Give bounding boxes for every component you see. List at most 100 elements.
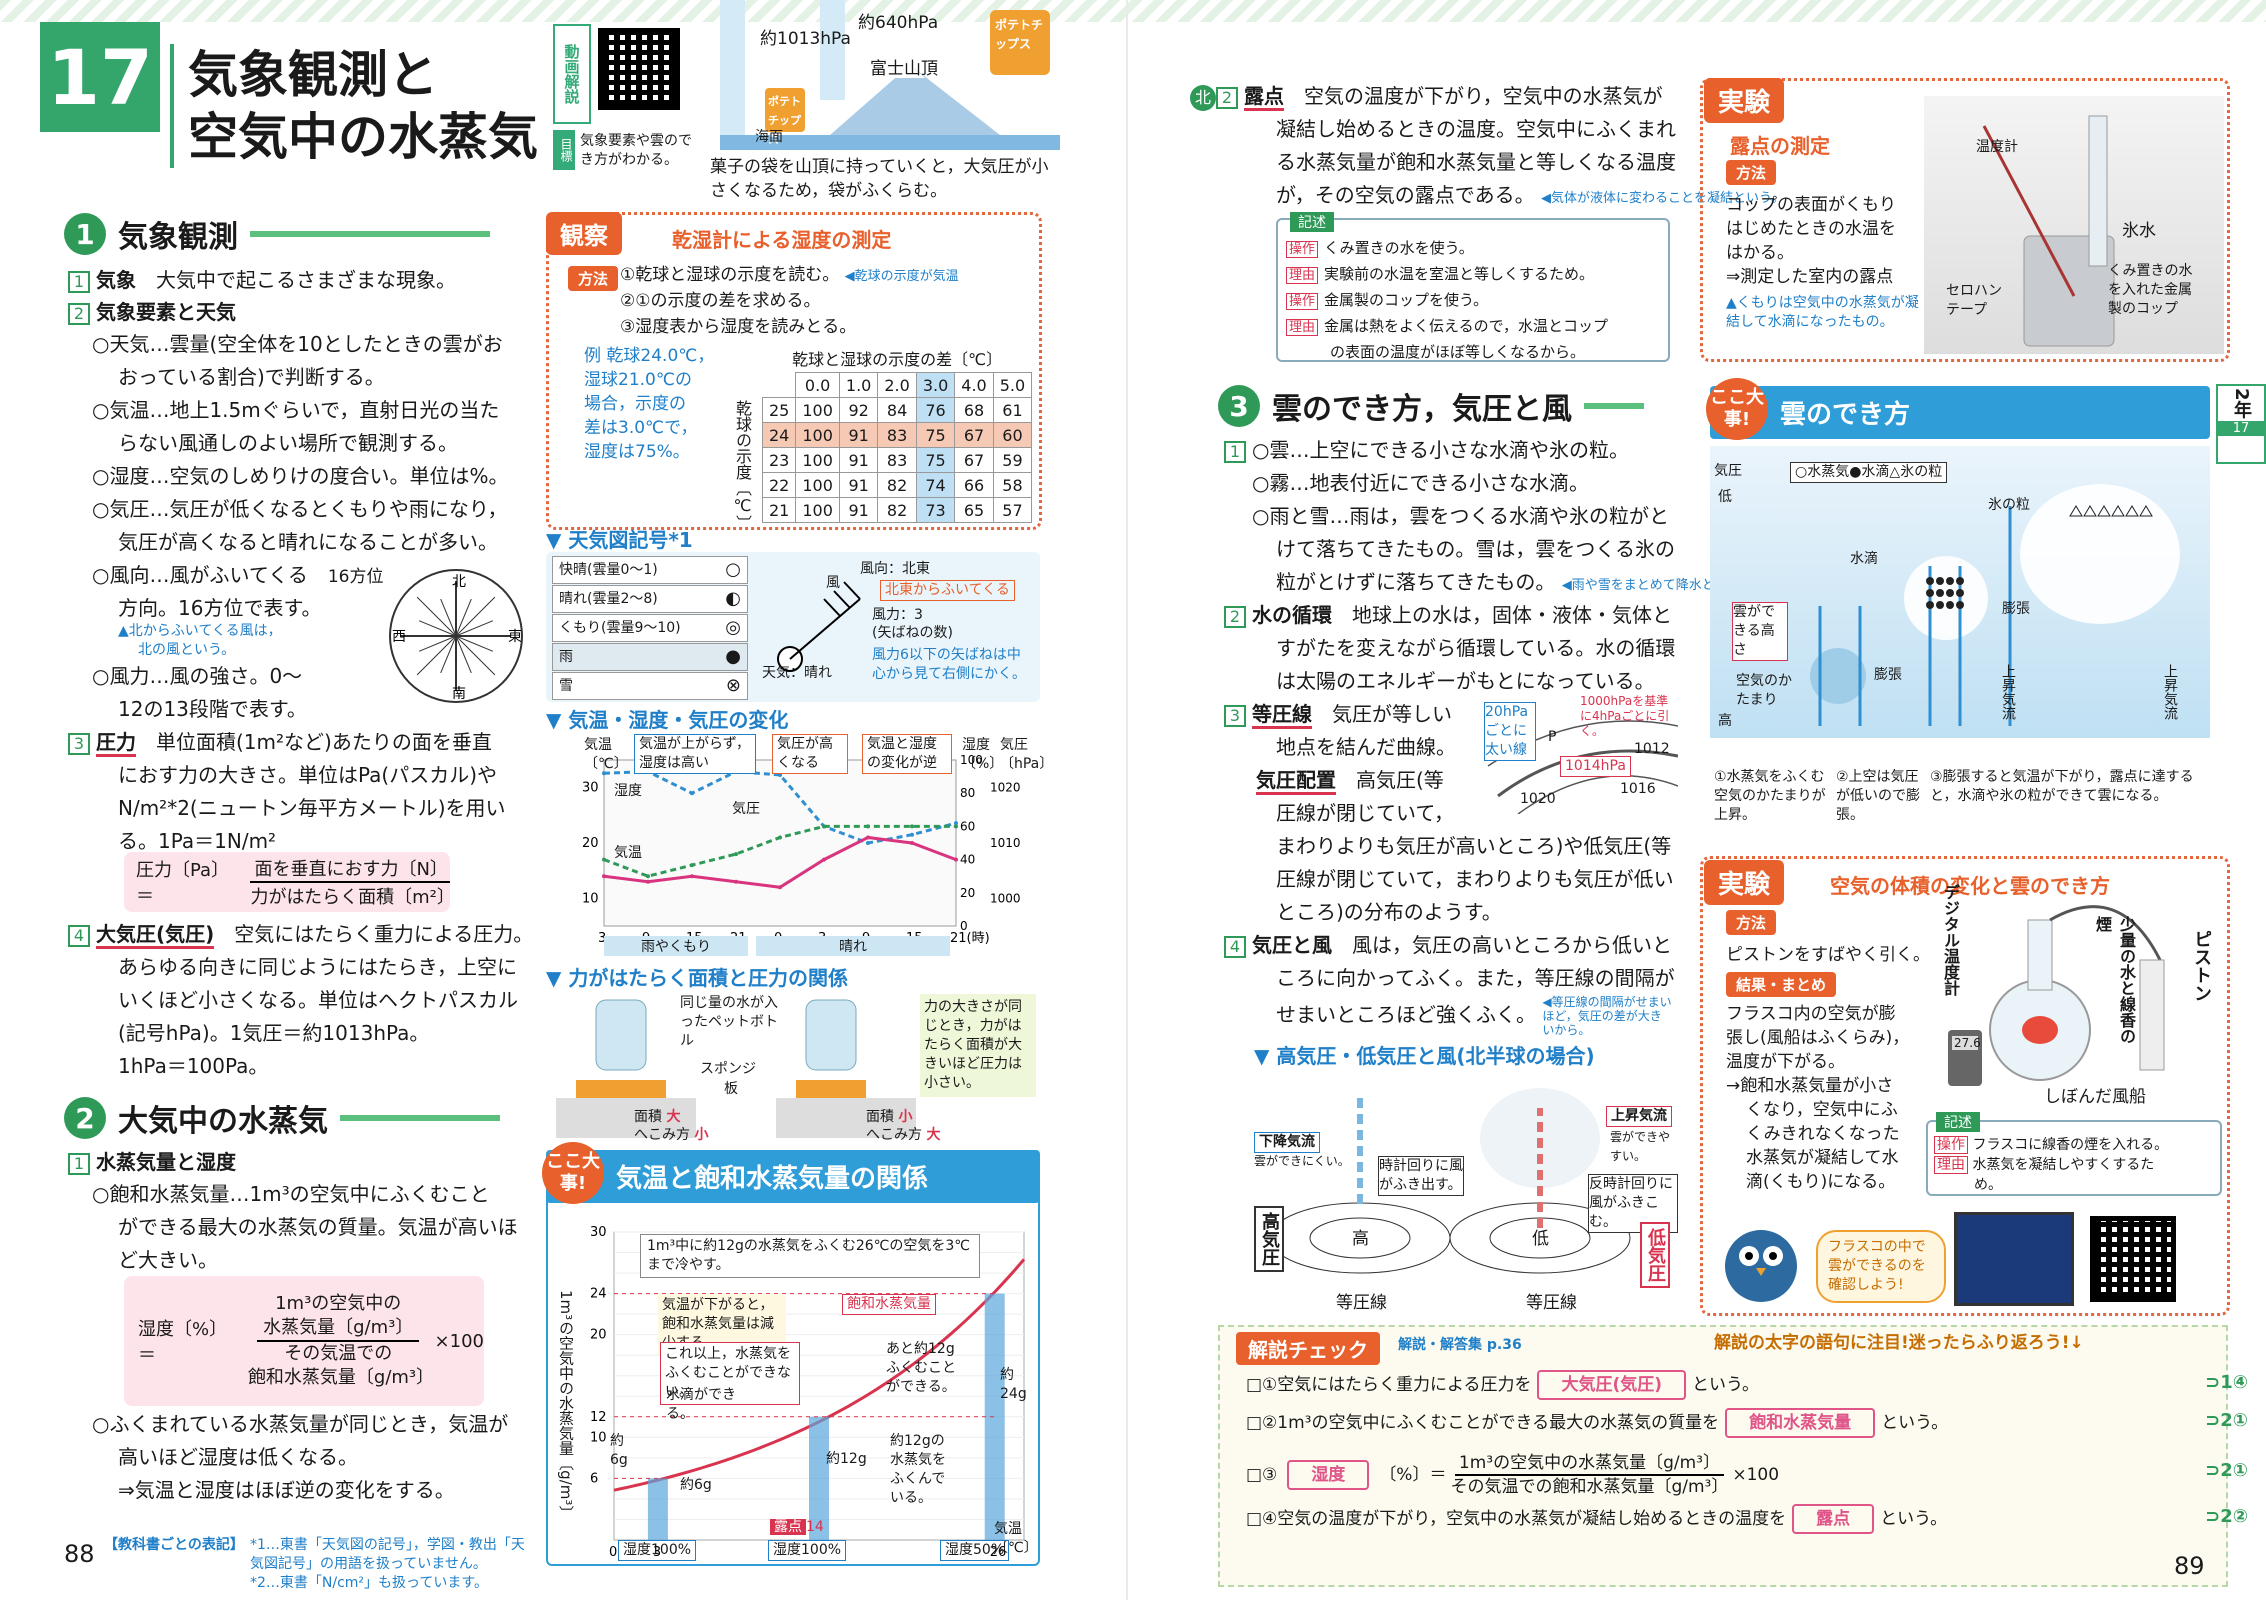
result-line: 滴(くもり)になる。 <box>1746 1172 1896 1192</box>
exp2-balloon: しぼんだ風船 <box>2044 1087 2146 1107</box>
record-row: 操作金属製のコップを使う。 <box>1286 288 1666 314</box>
y-tick-hum: 0 <box>960 919 968 933</box>
qr-code-2[interactable] <box>2090 1216 2176 1302</box>
check-q4-ref[interactable]: ⊃2② <box>2205 1506 2248 1527</box>
pressure-low: 約1013hPa <box>760 29 851 49</box>
legend-pressure: 気圧 <box>732 801 760 817</box>
force-l3: 板 <box>724 1081 738 1097</box>
check-panel <box>1218 1325 2228 1587</box>
s1-press: ○気圧…気圧が低くなるとくもりや雨になり， <box>92 497 508 521</box>
s3-iso5: まわりよりも気圧が高いところ)や低気圧(等 <box>1276 834 1672 858</box>
wind-symbol <box>760 564 880 684</box>
place-high: 富士山頂 <box>870 59 938 79</box>
check-title: 解説チェック <box>1236 1332 1380 1365</box>
hl-iso-a: 等圧線 <box>1336 1293 1387 1313</box>
dew-record <box>1276 218 1670 362</box>
data-point <box>690 791 694 796</box>
page-number-left: 88 <box>64 1540 95 1568</box>
observe-step1: ①乾球と湿球の示度を読む。 ◀乾球の示度が気温 <box>620 265 959 285</box>
section-bar <box>250 231 490 237</box>
data-point <box>822 824 826 829</box>
result-line: くなり，空気中にふ <box>1746 1100 1898 1120</box>
check-tip: 解説の太字の語句に注目!迷ったらふり返ろう!↓ <box>1714 1333 2084 1353</box>
force-a2: 面積 小 <box>866 1109 913 1125</box>
exp1-box <box>1700 78 2230 362</box>
s1-wdir2: 方向。16方位で表す。 <box>118 596 322 620</box>
s3-iso3: 気圧配置 高気圧(等 <box>1256 764 1444 797</box>
snack-label-2: ポテトチップス <box>995 18 1044 51</box>
symbols-list: 快晴(雲量0～1)○晴れ(雲量2～8)◐くもり(雲量9～10)◎雨●雪⊗ <box>552 556 748 701</box>
check-q2-ref[interactable]: ⊃2① <box>2205 1410 2248 1431</box>
table-cell: 91 <box>838 497 879 523</box>
legend-humidity: 湿度 <box>614 783 642 799</box>
qr-code[interactable] <box>598 28 680 110</box>
base-left <box>556 1098 696 1138</box>
s2-note2: 高いほど湿度は低くなる。 <box>118 1445 358 1469</box>
data-point <box>910 841 914 845</box>
mountain-svg <box>720 0 1060 150</box>
s2-sat3: ど大きい。 <box>118 1248 218 1272</box>
air-mass <box>1810 648 1866 704</box>
compass-spoke <box>440 635 457 674</box>
cloud-c1: ①水蒸気をふくむ空気のかたまりが上昇。 <box>1714 769 1826 823</box>
water-drop <box>1946 589 1954 597</box>
symbols-title: ▼ 天気図記号*1 <box>546 528 693 552</box>
table-cell: 91 <box>838 422 879 448</box>
s1-weather2: おっている割合)で判断する。 <box>118 365 385 389</box>
cloud-svg <box>1810 484 2180 726</box>
chapter-title: 気象観測と 空気中の水蒸気 <box>170 44 550 168</box>
iso-note: 20hPaごとに太い線 <box>1484 702 1536 761</box>
thermometer <box>1982 125 2076 297</box>
check-q1: □①空気にはたらく重力による圧力を大気圧(気圧)という。 <box>1246 1370 1759 1400</box>
cloud-low: 低 <box>1718 489 1732 505</box>
force-title: ▼ 力がはたらく面積と圧力の関係 <box>546 966 848 990</box>
flask-video-thumb[interactable] <box>1954 1212 2074 1306</box>
hl-low-label: 低気圧 <box>1640 1222 1670 1288</box>
wind-direction: 風向：北東 <box>860 561 930 577</box>
answer-3[interactable]: 湿度 <box>1287 1460 1370 1490</box>
data-point <box>734 852 738 857</box>
vapor-column <box>984 1293 1005 1540</box>
water-drop <box>1956 601 1964 609</box>
hl-high-label: 高気圧 <box>1254 1206 1284 1272</box>
table-cell: 58 <box>992 472 1033 498</box>
symbols-note: 風力6以下の矢ばねは中心から見て右側にかく。 <box>872 647 1026 682</box>
wind-from: 北東からふいてくる <box>880 580 1015 601</box>
change-y2: 湿度〔%〕 <box>962 737 1004 772</box>
sat-h3: 湿度50% <box>940 1540 1010 1561</box>
section-2-heading: 2 大気中の水蒸気 <box>64 1096 500 1140</box>
check-q3-ref[interactable]: ⊃2① <box>2205 1460 2248 1481</box>
table-cell: 57 <box>992 497 1033 523</box>
exp1-cup: くみ置きの水を入れた金属製のコップ <box>2108 263 2193 317</box>
exp1-m4: ⇒測定した室内の露点 <box>1726 267 1894 287</box>
section-1-heading: 1 気象観測 <box>64 212 490 256</box>
cloud-drop: 水滴 <box>1850 551 1878 567</box>
answer-1[interactable]: 大気圧(気圧) <box>1537 1370 1686 1400</box>
s3-iso7: ところ)の分布のようす。 <box>1276 900 1502 924</box>
cloud-up1: 上昇気流 <box>2000 664 2016 720</box>
data-point <box>646 879 650 884</box>
check-q1-ref[interactable]: ⊃1④ <box>2205 1372 2248 1393</box>
force-h1: へこみ方 小 <box>634 1127 709 1143</box>
page-number-right: 89 <box>2174 1552 2205 1580</box>
answer-4[interactable]: 露点 <box>1792 1504 1875 1534</box>
exp2-label: 実験 <box>1704 860 1785 905</box>
section-number: 2 <box>64 1097 106 1139</box>
pressure-formula: 圧力〔Pa〕＝ 面を垂直におす力〔N〕力がはたらく面積〔m²〕 <box>124 852 455 912</box>
cloud-legend: ○水蒸気●水滴△氷の粒 <box>1790 462 1948 483</box>
plot-area <box>603 759 957 927</box>
s3-iso2: 地点を結んだ曲線。 <box>1276 735 1456 759</box>
table-cell: 76 <box>915 397 956 423</box>
result-line: →飽和水蒸気量が小さ <box>1726 1076 1894 1096</box>
s1-i3-2: におす力の大きさ。単位はPa(パスカル)や <box>118 763 498 787</box>
answer-2[interactable]: 飽和水蒸気量 <box>1725 1408 1876 1438</box>
change-c1: 気温が上がらず，湿度は高い <box>634 734 756 774</box>
place-low: 海面 <box>755 129 783 145</box>
video-label[interactable]: 動画解説 <box>553 24 591 124</box>
table-cell: 61 <box>992 397 1033 423</box>
sat-b6: 約6g <box>680 1477 712 1493</box>
symbol-row: 雨● <box>552 643 748 671</box>
